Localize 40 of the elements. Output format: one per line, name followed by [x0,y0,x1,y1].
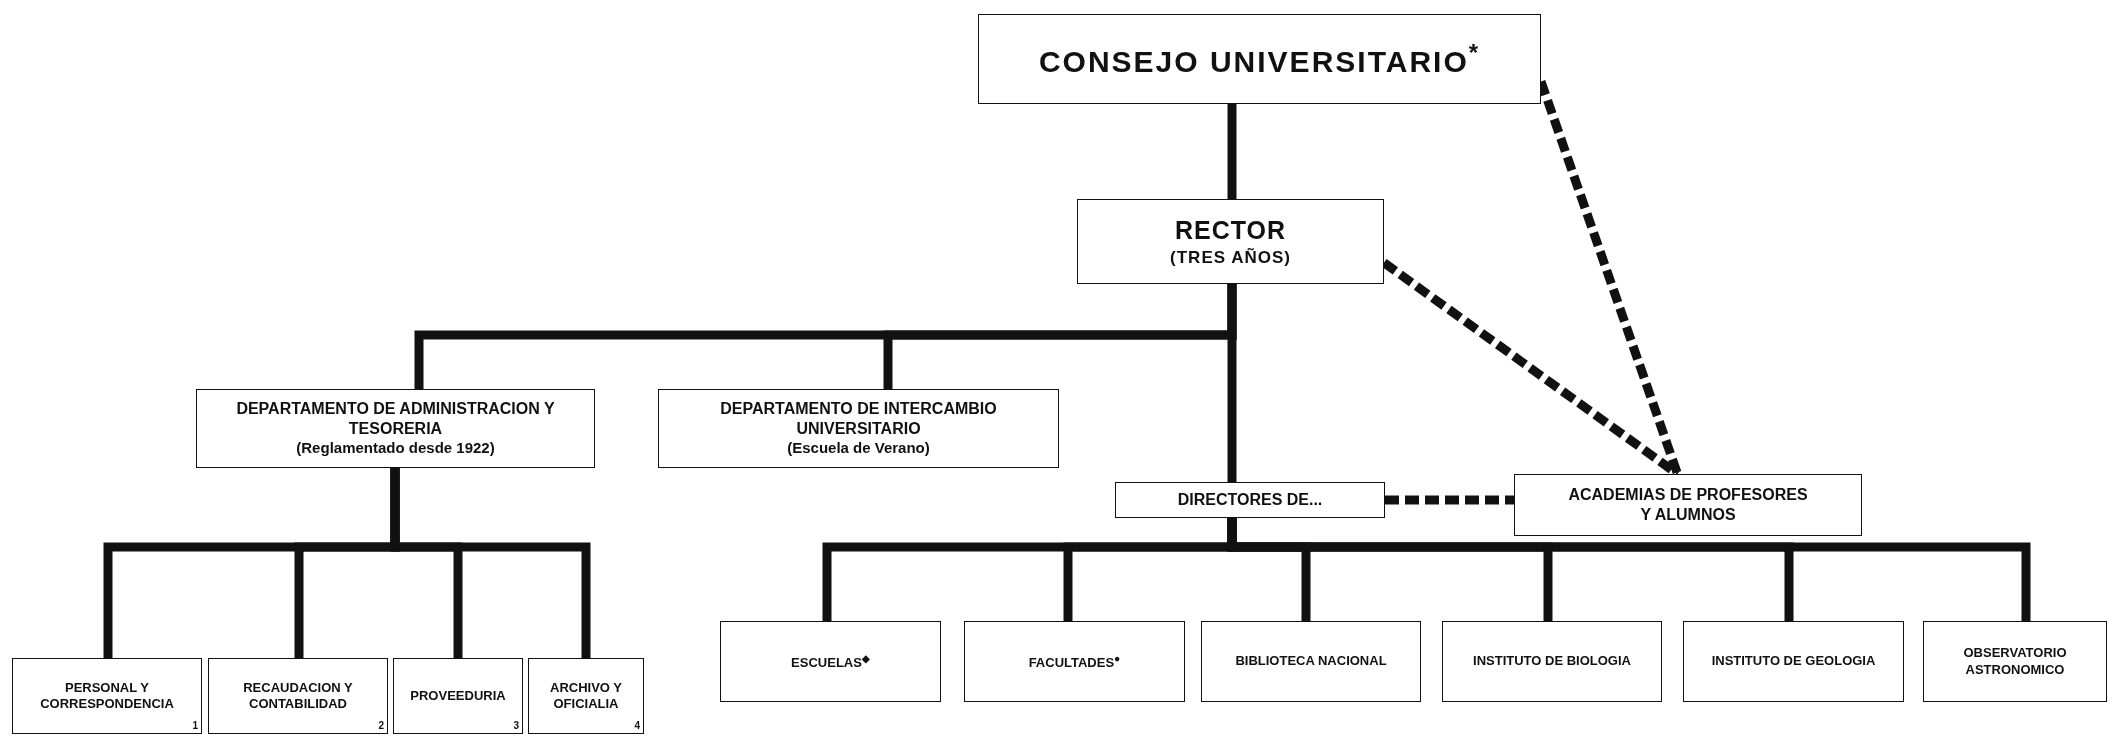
unit-note: (TRES AÑOS) [1170,246,1291,268]
footnote-number: 2 [378,719,384,732]
org-box [658,389,1059,468]
org-box [12,658,202,734]
org-box [1923,621,2107,702]
org-box [528,658,644,734]
unit-name: RECAUDACION Y CONTABILIDAD [242,679,354,713]
dashed-connector [1385,495,1514,505]
org-box [964,621,1185,702]
unit-name: RECTOR [1174,215,1287,247]
unit-name: OBSERVATORIO ASTRONOMICO [1962,645,2068,678]
unit-note: (Escuela de Verano) [787,439,930,458]
org-box [1077,199,1384,284]
unit-name: DEPARTAMENTO DE INTERCAMBIO UNIVERSITARIO [719,399,998,440]
footnote-number: 1 [192,719,198,732]
org-box [393,658,523,734]
org-box [196,389,595,468]
unit-name: ESCUELAS$^{◆}$ [791,651,870,672]
org-box [1442,621,1662,702]
unit-name: INSTITUTO DE BIOLOGIA [1473,653,1631,670]
org-box [208,658,388,734]
footnote-number: 4 [634,719,640,732]
unit-name: ARCHIVO Y OFICIALIA [549,679,623,713]
org-box [1115,482,1385,518]
unit-name: ACADEMIAS DE PROFESORES Y ALUMNOS [1567,485,1809,525]
unit-name: PERSONAL Y CORRESPONDENCIA [39,679,175,713]
unit-name: DEPARTAMENTO DE ADMINISTRACION Y TESORERIA [235,399,556,440]
org-box [1201,621,1421,702]
footnote-number: 3 [513,719,519,732]
unit-name: PROVEEDURIA [410,687,506,705]
unit-name: FACULTADES$^{●}$ [1028,651,1121,672]
org-box [1514,474,1862,536]
unit-name: DIRECTORES DE... [1177,490,1323,510]
unit-name: INSTITUTO DE GEOLOGIA [1711,653,1876,670]
unit-name: CONSEJO UNIVERSITARIO$^{*}$ [1038,37,1481,80]
org-box [720,621,941,702]
unit-note: (Reglamentado desde 1922) [296,439,495,458]
org-box [1683,621,1904,702]
unit-name: BIBLIOTECA NACIONAL [1235,653,1387,670]
org-box [978,14,1541,104]
